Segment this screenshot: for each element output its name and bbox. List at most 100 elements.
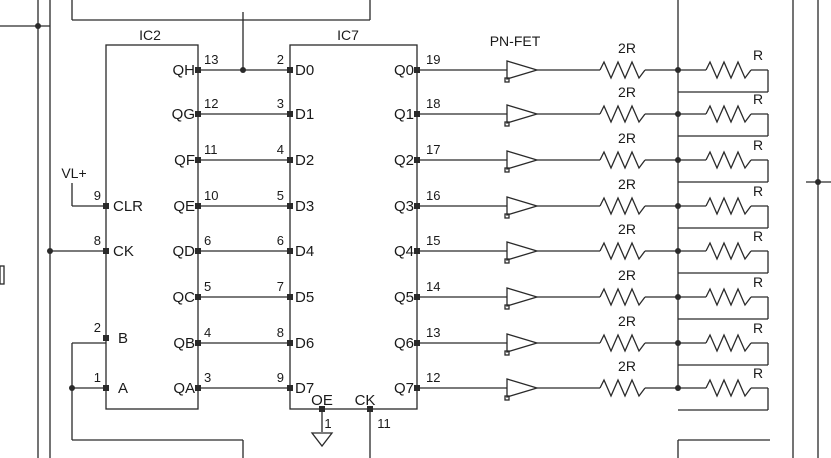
buffer-gate	[504, 304, 510, 310]
ic7-input-label: D5	[295, 289, 314, 306]
ic7-output-pin-number: 16	[426, 188, 440, 203]
resistor-2r-label: 2R	[618, 130, 636, 146]
ic7-output-label: Q0	[394, 62, 414, 79]
resistor-2r-label: 2R	[618, 84, 636, 100]
resistor-2r	[599, 333, 646, 353]
ic2-outline	[105, 44, 199, 410]
pn-fet-buffer	[506, 60, 540, 80]
ic7-output-pin-number: 14	[426, 279, 440, 294]
resistor-r	[705, 150, 752, 170]
junction-dot	[69, 385, 75, 391]
ic7-output-pin-number: 13	[426, 325, 440, 340]
ic2-input-label: CK	[113, 243, 134, 260]
ic7-outline	[289, 44, 418, 410]
pn-fet-buffer	[506, 150, 540, 170]
pn-fet-buffer	[506, 287, 540, 307]
resistor-r	[705, 104, 752, 124]
ic7-output-label: Q1	[394, 106, 414, 123]
buffer-gate	[504, 350, 510, 356]
resistor-r-label: R	[753, 365, 763, 381]
ic2-input-label: B	[118, 330, 128, 347]
ic7-input-label: D2	[295, 152, 314, 169]
ic2-output-label: QB	[173, 335, 195, 352]
pn-fet-buffer	[506, 104, 540, 124]
ic7-oe-label: OE	[311, 392, 333, 409]
ic2-input-pin-number: 1	[94, 370, 101, 385]
buffer-gate	[504, 395, 510, 401]
ic2-output-label: QA	[173, 380, 195, 397]
ic2-output-pin-number: 5	[204, 279, 211, 294]
ic7-input-pin-number: 2	[277, 52, 284, 67]
junction-dot	[47, 248, 53, 254]
ic7-input-pin-number: 8	[277, 325, 284, 340]
ic2-output-label: QE	[173, 198, 195, 215]
ic7-ref-label: IC7	[337, 27, 359, 43]
ic7-input-label: D3	[295, 198, 314, 215]
resistor-r	[705, 196, 752, 216]
ic7-output-pin-number: 18	[426, 96, 440, 111]
ic7-input-label: D4	[295, 243, 314, 260]
ladder-node	[675, 294, 681, 300]
ic2-output-label: QH	[173, 62, 196, 79]
resistor-2r	[599, 60, 646, 80]
resistor-2r	[599, 287, 646, 307]
ladder-node	[675, 157, 681, 163]
ic7-input-label: D6	[295, 335, 314, 352]
ic2-output-label: QD	[173, 243, 196, 260]
ic7-ck-pin	[367, 406, 373, 412]
ladder-node	[675, 67, 681, 73]
pn-fet-buffer	[506, 333, 540, 353]
ic7-output-pin-number: 15	[426, 233, 440, 248]
resistor-r	[705, 287, 752, 307]
ic2-input-pin-number: 9	[94, 188, 101, 203]
ic7-output-label: Q4	[394, 243, 414, 260]
junction-dot	[240, 67, 246, 73]
ladder-node	[675, 203, 681, 209]
resistor-r-label: R	[753, 47, 763, 63]
ic7-input-pin-number: 4	[277, 142, 284, 157]
resistor-2r-label: 2R	[618, 358, 636, 374]
ic2-output-pin-number: 12	[204, 96, 218, 111]
resistor-2r	[599, 196, 646, 216]
ic2-input-label: CLR	[113, 198, 143, 215]
buffer-gate	[504, 213, 510, 219]
resistor-2r-label: 2R	[618, 221, 636, 237]
ic7-input-pin-number: 9	[277, 370, 284, 385]
resistor-2r	[599, 150, 646, 170]
buffer-gate	[504, 167, 510, 173]
ic2-input-label: A	[118, 380, 128, 397]
output-channels	[47, 60, 769, 448]
ic7-input-label: D1	[295, 106, 314, 123]
resistor-2r-label: 2R	[618, 40, 636, 56]
ic2-output-label: QF	[174, 152, 195, 169]
ic2-output-pin-number: 11	[204, 142, 218, 157]
ic2-input-pin-number: 8	[94, 233, 101, 248]
ic2-input-pin	[103, 335, 109, 341]
resistor-r-label: R	[753, 274, 763, 290]
resistor-r-label: R	[753, 183, 763, 199]
ic7-output-label: Q2	[394, 152, 414, 169]
ic7-ck-label: CK	[355, 392, 376, 409]
ic2-input-pin-number: 2	[94, 320, 101, 335]
ladder-node	[675, 248, 681, 254]
resistor-2r	[599, 104, 646, 124]
ic7-output-pin-number: 17	[426, 142, 440, 157]
ic7-output-label: Q3	[394, 198, 414, 215]
ladder-node	[675, 340, 681, 346]
ic2-output-pin-number: 3	[204, 370, 211, 385]
resistor-r	[705, 60, 752, 80]
ic2-output-pin-number: 4	[204, 325, 211, 340]
resistor-2r-label: 2R	[618, 176, 636, 192]
resistor-r	[705, 241, 752, 261]
ic7-input-label: D0	[295, 62, 314, 79]
ic7-output-label: Q5	[394, 289, 414, 306]
ic2-output-pin-number: 10	[204, 188, 218, 203]
ic2-output-pin-number: 13	[204, 52, 218, 67]
resistor-r-label: R	[753, 137, 763, 153]
resistor-2r	[599, 378, 646, 398]
ic7-input-pin-number: 6	[277, 233, 284, 248]
buffer-gate	[504, 77, 510, 83]
